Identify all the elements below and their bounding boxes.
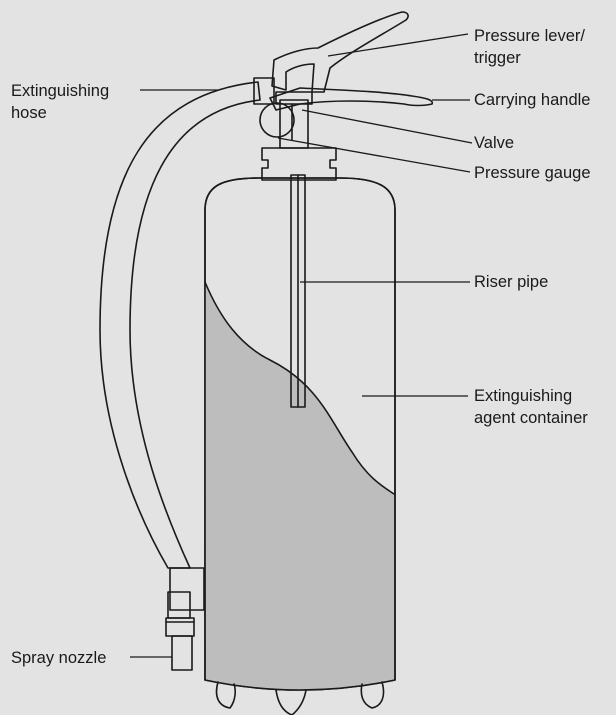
- label-riser-pipe: Riser pipe: [474, 271, 548, 293]
- leader-pressure-gauge: [278, 138, 470, 172]
- spray-nozzle-shape: [166, 568, 204, 670]
- label-extinguishing-hose: Extinguishing hose: [11, 80, 109, 124]
- extinguishing-agent-fill: [205, 178, 395, 690]
- label-extinguishing-hose-line2: hose: [11, 102, 109, 124]
- label-pressure-lever-line2: trigger: [474, 47, 585, 69]
- label-valve: Valve: [474, 132, 514, 154]
- label-agent-container-line2: agent container: [474, 407, 588, 429]
- label-carrying-handle: Carrying handle: [474, 89, 590, 111]
- pressure-lever-shape: [272, 12, 408, 92]
- label-pressure-gauge: Pressure gauge: [474, 162, 591, 184]
- leader-pressure-lever: [328, 34, 468, 56]
- label-agent-container: Extinguishing agent container: [474, 385, 588, 429]
- leader-valve: [302, 110, 472, 143]
- agent-fill: [205, 282, 394, 690]
- label-pressure-lever: Pressure lever/ trigger: [474, 25, 585, 69]
- label-spray-nozzle: Spray nozzle: [11, 647, 106, 669]
- label-agent-container-line1: Extinguishing: [474, 385, 588, 407]
- label-extinguishing-hose-line1: Extinguishing: [11, 80, 109, 102]
- pressure-gauge-shape: [260, 103, 294, 140]
- riser-pipe-shape: [291, 175, 305, 407]
- label-pressure-lever-line1: Pressure lever/: [474, 25, 585, 47]
